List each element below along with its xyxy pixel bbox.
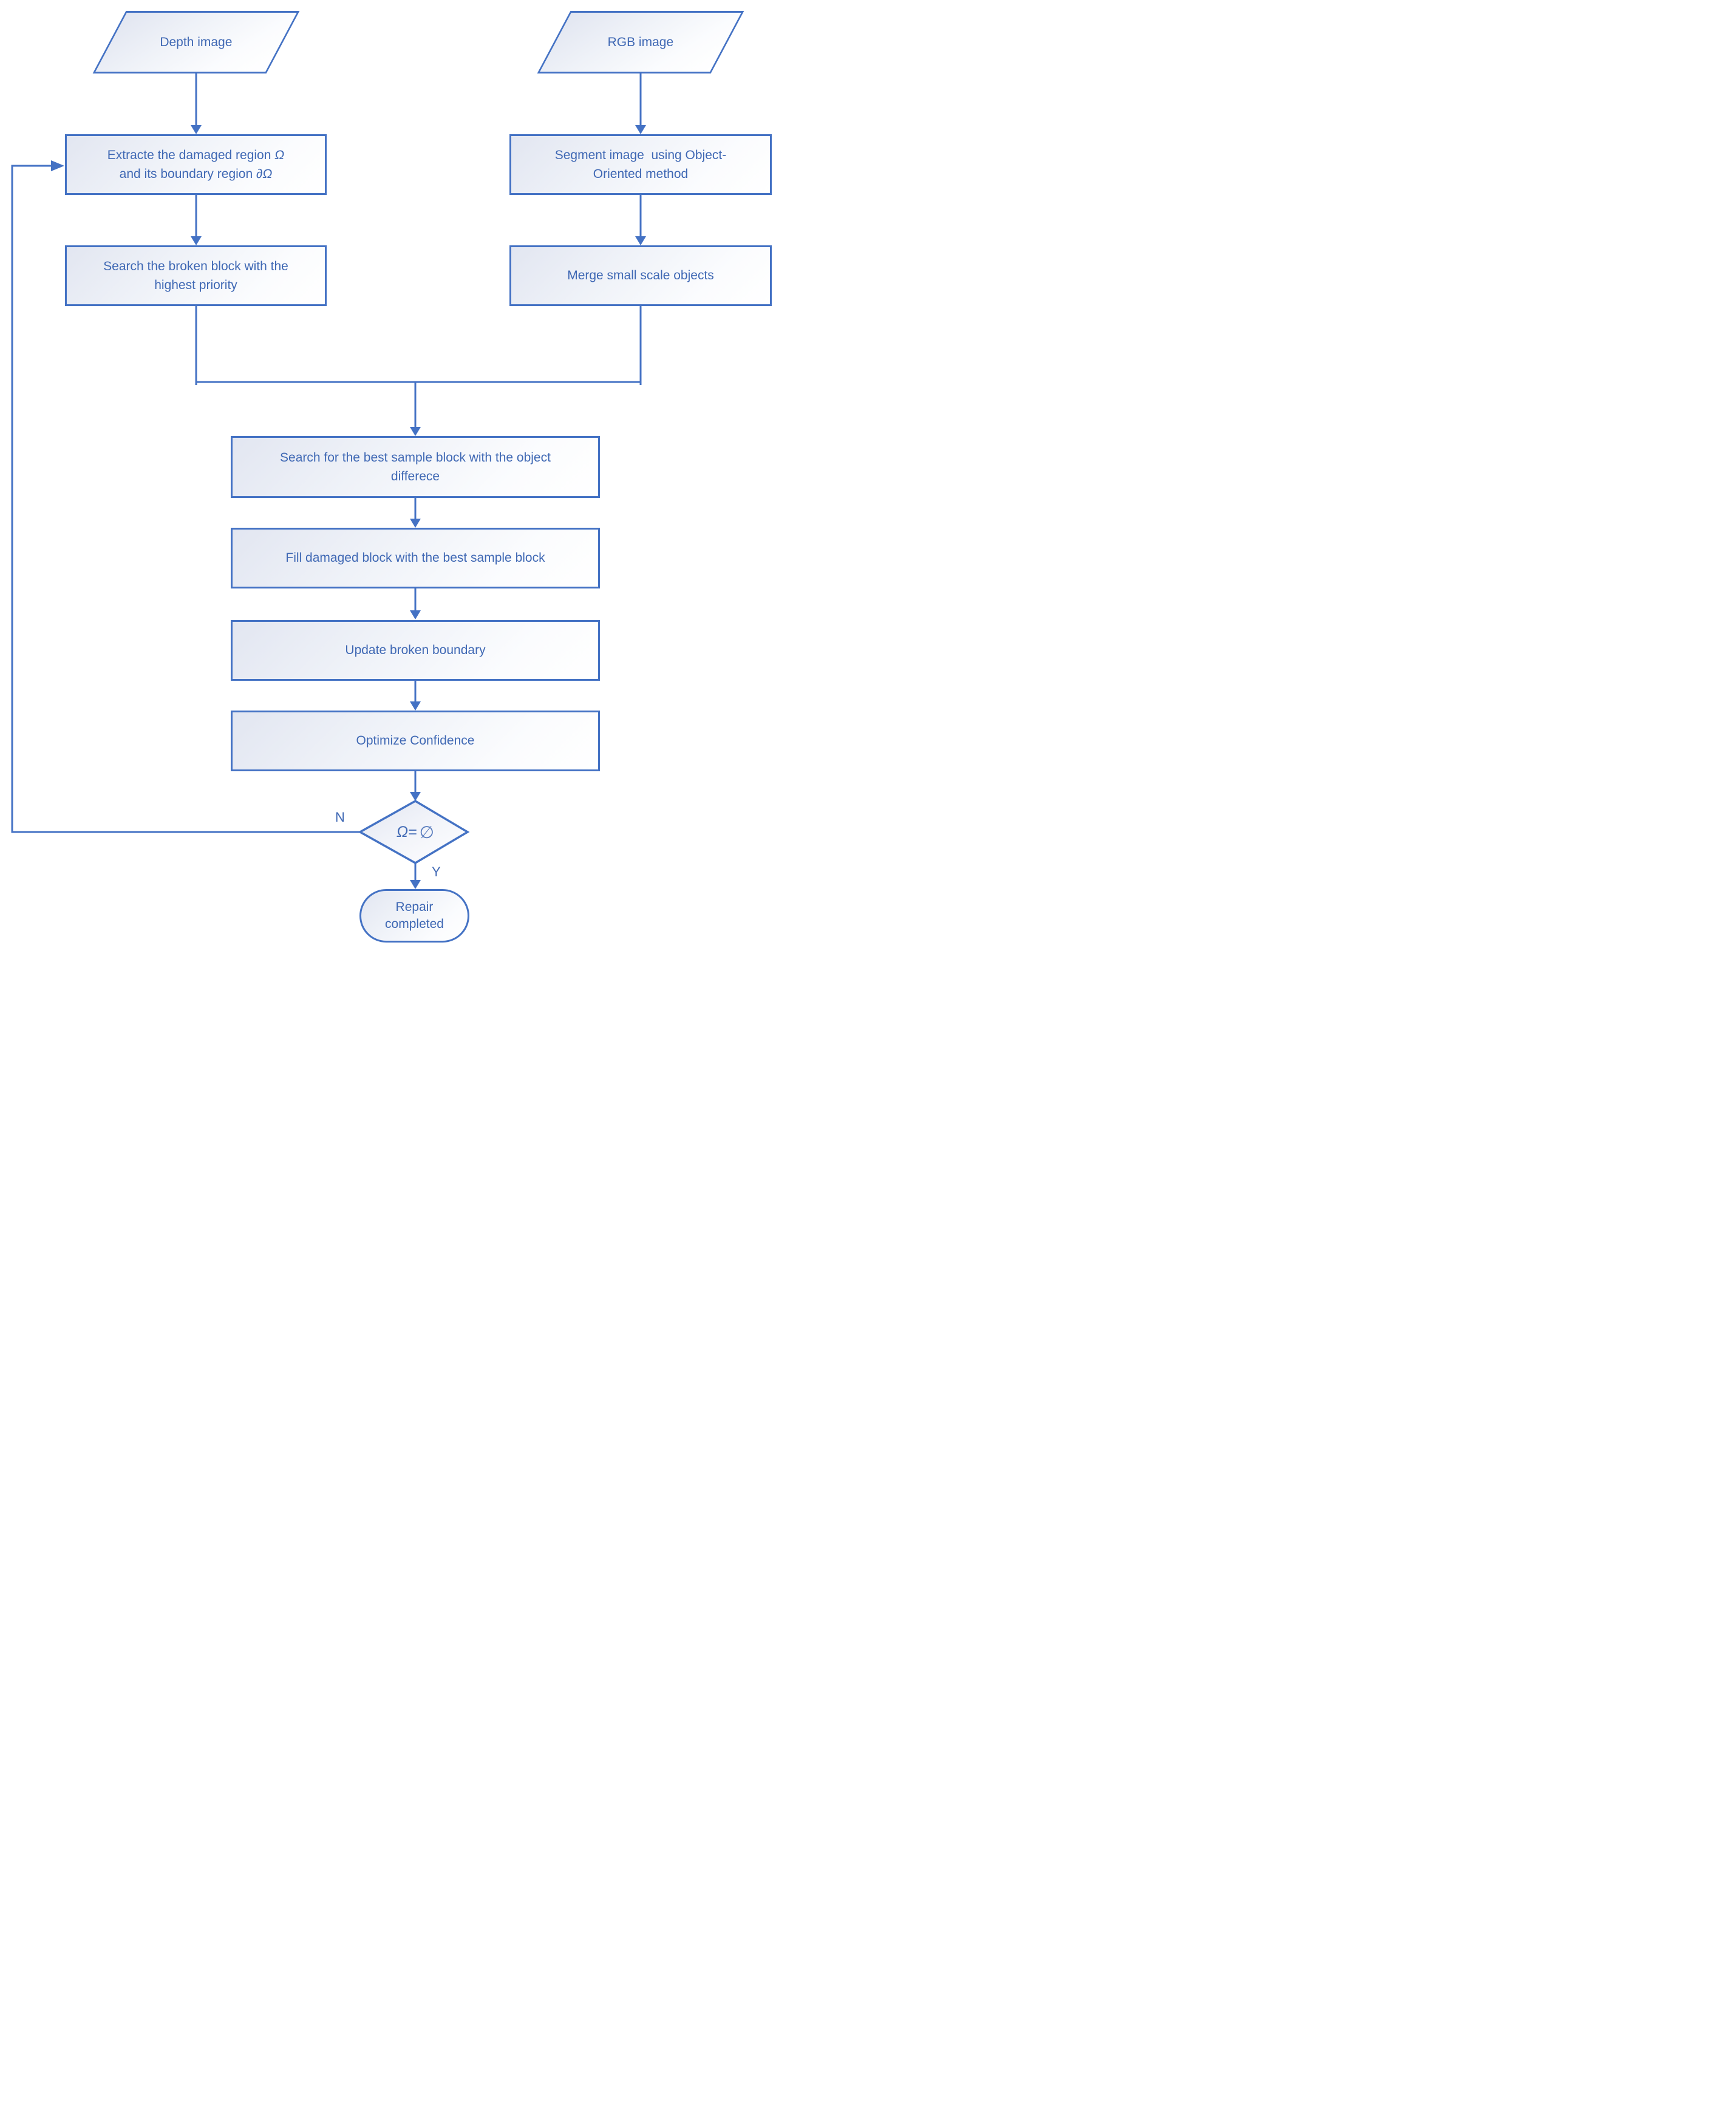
search-broken-line1: Search the broken block with the [103,259,288,273]
search-best-line2: differece [390,469,440,483]
search-broken-line2: highest priority [154,278,237,292]
flowchart-canvas: Depth image RGB image Extracte the damag… [0,0,777,946]
node-update-boundary: Update broken boundary [231,620,600,681]
arrowhead [191,125,202,134]
node-segment-image-label: Segment image using Object- Oriented meth… [555,146,726,184]
empty-set-symbol: ∅ [419,822,434,842]
node-update-boundary-label: Update broken boundary [345,643,486,658]
label-branch-no: N [335,810,345,825]
segment-label-line1: Segment image using Object- [554,148,727,162]
node-rgb-image-label: RGB image [607,35,674,49]
edge-decision-feedback-loop [11,165,360,833]
arrowhead [410,519,421,528]
repair-line2: completed [385,917,444,931]
arrowhead [410,610,421,619]
node-depth-image-label: Depth image [160,35,233,49]
arrowhead [410,880,421,889]
segment-label-line2: Oriented method [593,167,689,181]
arrowhead [635,125,646,134]
arrowhead [410,427,421,436]
node-merge-small-objects-label: Merge small scale objects [567,268,714,283]
node-decision-label: Ω=∅ [355,817,476,847]
node-optimize-confidence-label: Optimize Confidence [356,734,475,748]
arrowhead [410,701,421,711]
node-repair-completed-label: Repair completed [385,899,444,933]
arrowhead [191,236,202,245]
extract-label-text: and its boundary region [119,167,256,181]
arrowhead [51,160,64,171]
search-best-line1: Search for the best sample block with th… [280,450,551,465]
node-search-best-sample-label: Search for the best sample block with th… [280,448,551,486]
omega-symbol: Ω [274,148,285,162]
boundary-symbol: ∂Ω [256,167,273,181]
node-depth-image: Depth image [92,11,300,73]
label-branch-yes: Y [432,864,441,879]
extract-label-text: Extracte the damaged region [107,148,275,162]
node-optimize-confidence: Optimize Confidence [231,711,600,771]
node-fill-damaged-block: Fill damaged block with the best sample … [231,528,600,588]
arrowhead [635,236,646,245]
node-search-best-sample: Search for the best sample block with th… [231,436,600,498]
node-segment-image: Segment image using Object- Oriented meth… [509,134,772,195]
node-rgb-image: RGB image [537,11,744,73]
node-search-broken-block-label: Search the broken block with the highest … [103,257,288,295]
omega-equals-symbol: Ω= [396,823,417,840]
node-merge-small-objects: Merge small scale objects [509,245,772,306]
node-search-broken-block: Search the broken block with the highest … [65,245,327,306]
flowchart-connectors [11,73,646,889]
arrowhead [410,792,421,801]
node-repair-completed: Repair completed [359,889,469,943]
repair-line1: Repair [395,899,434,914]
node-fill-damaged-block-label: Fill damaged block with the best sample … [285,551,545,565]
